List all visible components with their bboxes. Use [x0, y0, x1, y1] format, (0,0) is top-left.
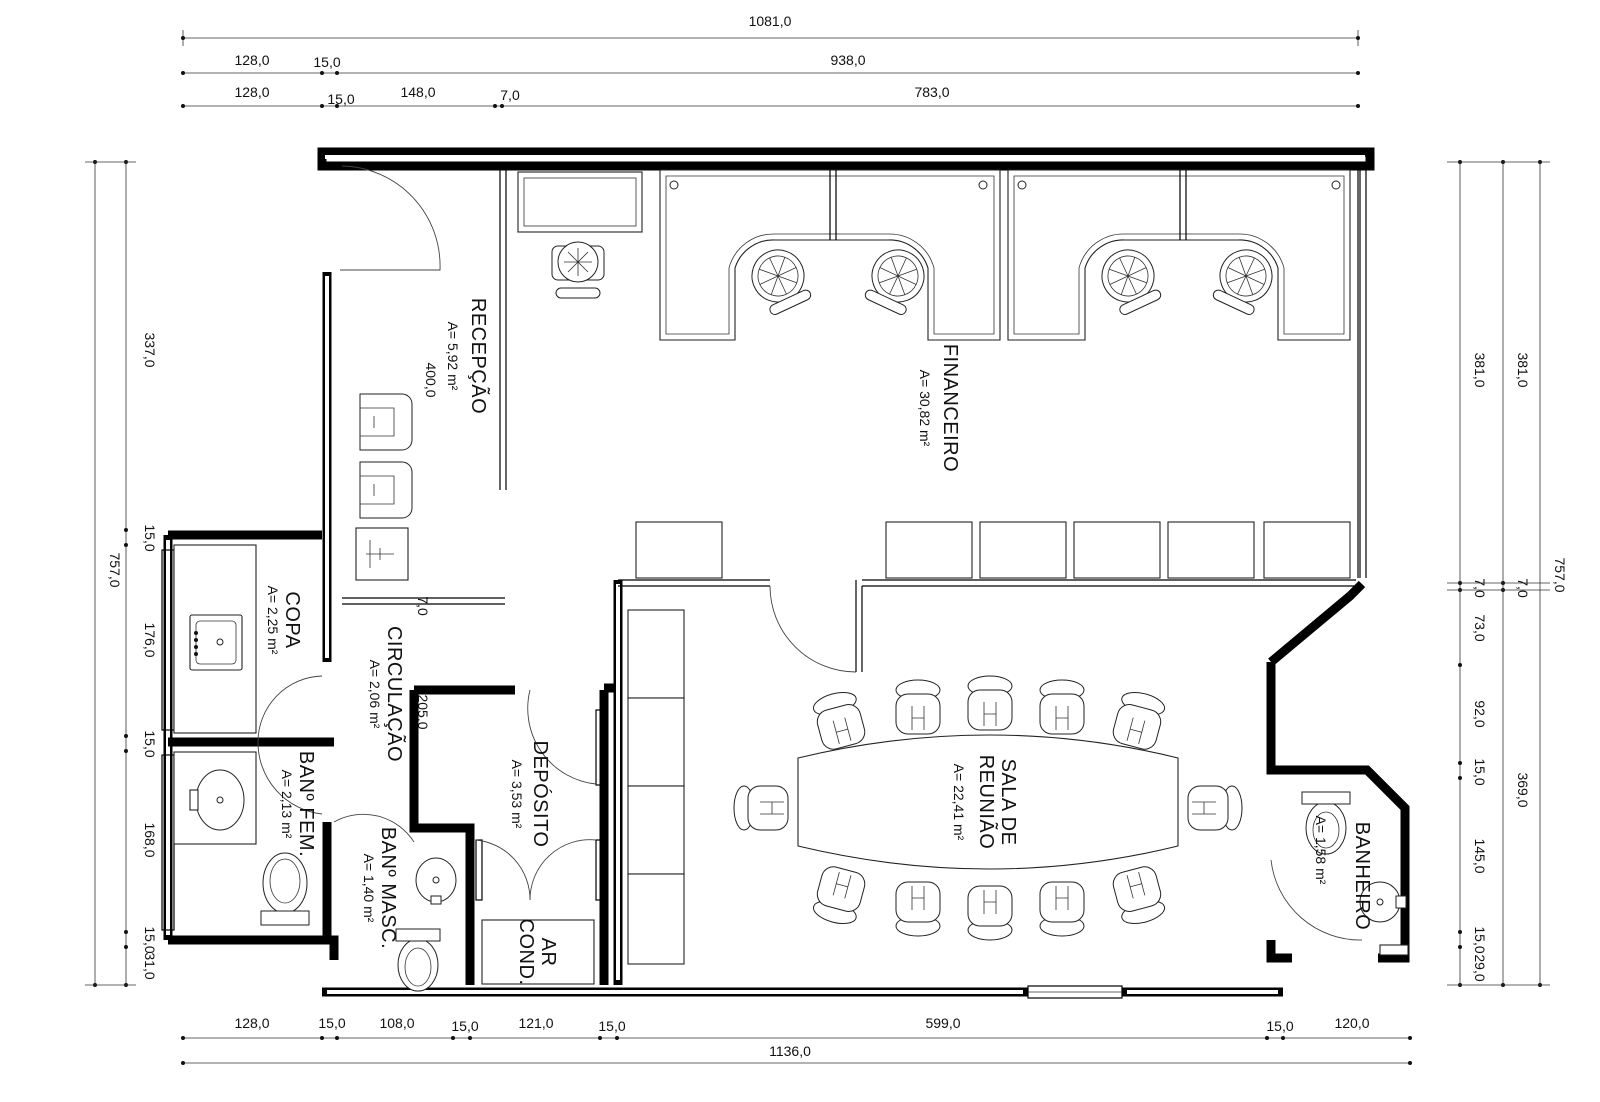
room-area-banheiro: A= 1,58 m²: [1313, 816, 1329, 885]
dim-top-c: 938,0: [830, 52, 865, 68]
room-area-circulacao: A= 2,06 m²: [367, 660, 383, 729]
dim-inner-reception: 400,0: [423, 362, 439, 397]
dimension-labels: 1081,0 128,0 15,0 938,0 128,0 15,0 148,0…: [107, 13, 1568, 1059]
dim-right-i: 15,0: [1472, 758, 1488, 785]
meeting-chair: [812, 691, 866, 750]
dim-inner-gap: 7,0: [415, 596, 431, 616]
dim-top-e: 15,0: [327, 91, 354, 107]
toilet: [260, 852, 310, 926]
dim-bottom-h: 15,0: [1266, 1018, 1293, 1034]
meeting-chair: [1039, 679, 1085, 735]
sink: [1359, 881, 1407, 923]
dimension-lines: [85, 30, 1550, 1065]
waiting-chair: [359, 461, 413, 519]
label-ar-cond-1: AR: [537, 938, 559, 967]
meeting-chair: [967, 885, 1013, 941]
dim-left-b: 757,0: [107, 552, 123, 587]
meeting-chair: [1112, 866, 1166, 925]
label-ar-cond-2: COND.: [515, 919, 537, 986]
dim-bottom-g: 599,0: [925, 1015, 960, 1031]
room-area-copa: A= 2,25 m²: [265, 586, 281, 655]
dim-top-b: 15,0: [313, 54, 340, 70]
dim-top-d: 128,0: [234, 84, 269, 100]
dim-left-h: 31,0: [142, 952, 158, 979]
room-area-ban-masc: A= 1,40 m²: [361, 854, 377, 923]
dim-bottom-d: 15,0: [451, 1018, 478, 1034]
room-name-copa: COPA: [281, 591, 303, 648]
dim-right-h: 369,0: [1515, 772, 1531, 807]
furniture: [173, 169, 1409, 992]
meeting-table: [797, 734, 1179, 870]
dim-right-d: 7,0: [1472, 578, 1488, 598]
dim-top-g: 7,0: [500, 87, 520, 103]
meeting-chair: [1187, 785, 1243, 831]
dim-left-e: 15,0: [142, 730, 158, 757]
office-chair: [864, 249, 925, 315]
room-labels: RECEPÇÃO A= 5,92 m² FINANCEIRO A= 30,82 …: [265, 298, 1373, 986]
dim-bottom-i: 120,0: [1334, 1015, 1369, 1031]
sink: [415, 857, 457, 905]
dim-right-j: 145,0: [1472, 838, 1488, 873]
dim-right-c: 757,0: [1552, 557, 1568, 592]
dim-top-a: 128,0: [234, 52, 269, 68]
dim-bottom-total: 1136,0: [769, 1043, 811, 1059]
room-area-ban-fem: A= 2,13 m²: [279, 770, 295, 839]
meeting-chair: [895, 679, 941, 735]
reception-chair: [551, 241, 605, 299]
room-area-deposito: A= 3,53 m²: [509, 760, 525, 829]
dim-left-a: 337,0: [142, 332, 158, 367]
meeting-chair: [895, 881, 941, 937]
toilet: [395, 928, 441, 992]
room-name-deposito: DEPÓSITO: [529, 741, 552, 848]
room-area-recepcao: A= 5,92 m²: [445, 322, 461, 391]
dim-inner-deposit: 205,0: [415, 694, 431, 729]
room-name-sala-reuniao-2: REUNIÃO: [975, 755, 999, 850]
dim-bottom-f: 15,0: [598, 1018, 625, 1034]
dim-top-h: 783,0: [914, 84, 949, 100]
office-chair: [751, 249, 812, 315]
dim-right-b: 381,0: [1515, 352, 1531, 387]
door-swings: [257, 165, 1363, 941]
walls: [161, 147, 1410, 999]
dim-right-l: 29,0: [1472, 954, 1488, 981]
toilet: [1301, 791, 1351, 855]
room-name-sala-reuniao-1: SALA DE: [997, 759, 1019, 846]
dim-left-c: 15,0: [142, 524, 158, 551]
dim-top-total: 1081,0: [749, 13, 792, 29]
dim-right-k: 15,0: [1472, 926, 1488, 953]
room-name-ban-fem: BANº FEM.: [295, 751, 317, 857]
dim-right-f: 73,0: [1472, 614, 1488, 641]
dim-right-g: 92,0: [1472, 700, 1488, 727]
dim-bottom-c: 108,0: [379, 1015, 414, 1031]
room-name-ban-masc: BANº MASC.: [377, 827, 399, 949]
room-area-financeiro: A= 30,82 m²: [917, 370, 933, 447]
dim-right-a: 381,0: [1472, 352, 1488, 387]
dim-bottom-b: 15,0: [318, 1015, 345, 1031]
dim-left-d: 176,0: [142, 622, 158, 657]
meeting-chair: [733, 785, 789, 831]
dim-left-f: 168,0: [142, 822, 158, 857]
meeting-chair: [1112, 691, 1166, 750]
room-name-recepcao: RECEPÇÃO: [467, 298, 491, 414]
waiting-chair: [359, 393, 413, 451]
office-chair: [1101, 249, 1162, 315]
meeting-chair: [1039, 881, 1085, 937]
meeting-chair: [967, 675, 1013, 731]
reception-desk: [517, 171, 643, 233]
office-chair: [1212, 249, 1273, 315]
room-name-circulacao: CIRCULAÇÃO: [383, 626, 407, 762]
room-name-financeiro: FINANCEIRO: [939, 344, 961, 472]
dim-bottom-e: 121,0: [518, 1015, 553, 1031]
dim-bottom-a: 128,0: [234, 1015, 269, 1031]
meeting-chair: [812, 866, 866, 925]
dim-left-g: 15,0: [142, 926, 158, 953]
room-area-sala-reuniao: A= 22,41 m²: [951, 764, 967, 841]
dim-top-f: 148,0: [400, 84, 435, 100]
dim-right-e: 7,0: [1515, 578, 1531, 598]
room-name-banheiro: BANHEIRO: [1351, 822, 1373, 930]
